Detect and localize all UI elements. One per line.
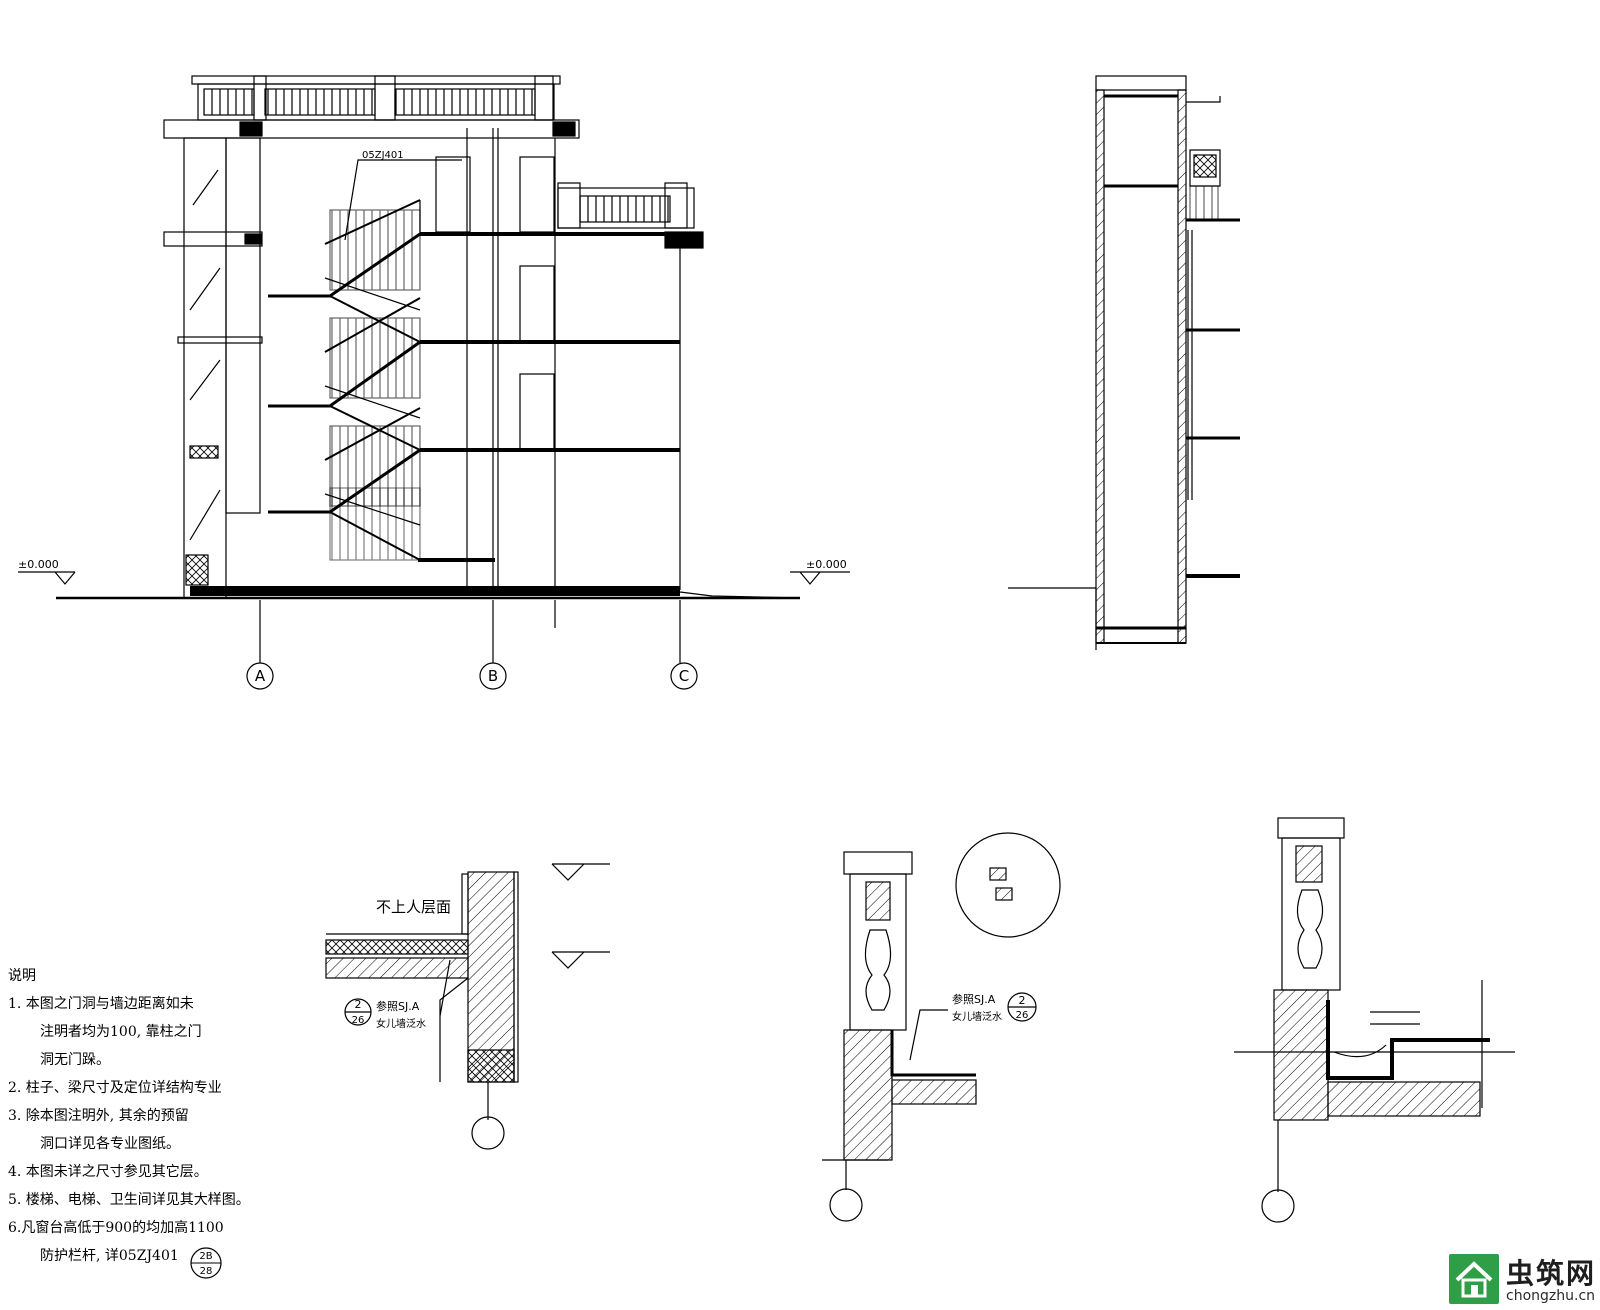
notes-heading: 说明 — [8, 968, 36, 984]
ref-text-left-2: 女儿墙泛水 — [376, 1017, 426, 1030]
ref-num-bottom-mid: 26 — [1016, 1010, 1029, 1021]
note-ref-bottom: 28 — [200, 1266, 213, 1277]
note-2: 2. 柱子、梁尺寸及定位详结构专业 — [8, 1080, 222, 1096]
note-5: 5. 楼梯、电梯、卫生间详见其大样图。 — [8, 1192, 250, 1208]
roof-label: 不上人层面 — [376, 898, 451, 916]
ref-num-top-left: 2 — [355, 998, 362, 1011]
elevator-shaft-section — [1008, 75, 1240, 650]
building-section — [18, 75, 850, 690]
note-1-line-2: 注明者均为100, 靠柱之门 — [40, 1024, 202, 1040]
note-4: 4. 本图未详之尺寸参见其它层。 — [8, 1164, 208, 1180]
note-3-line-1: 3. 除本图注明外, 其余的预留 — [8, 1108, 189, 1124]
parapet-baluster-detail-2 — [822, 832, 1061, 1222]
note-6-line-2: 防护栏杆, 详05ZJ401 — [40, 1248, 179, 1264]
axis-label-c: C — [679, 667, 689, 685]
note-1-line-3: 洞无门跺。 — [40, 1052, 110, 1068]
axis-label-a: A — [255, 667, 266, 685]
level-mark-left: ±0.000 — [18, 558, 59, 571]
roof-parapet-detail-1 — [325, 863, 610, 1150]
ref-text-mid-2: 女儿墙泛水 — [952, 1010, 1002, 1023]
watermark-url: chongzhu.cn — [1506, 1288, 1596, 1304]
note-1-line-1: 1. 本图之门洞与墙边距离如未 — [8, 996, 194, 1012]
watermark-logo: 虫筑网 chongzhu.cn — [1449, 1254, 1600, 1310]
stair-reference: 05ZJ401 — [362, 150, 404, 161]
ref-num-top-mid: 2 — [1019, 994, 1026, 1007]
note-ref-top: 2B — [199, 1251, 212, 1262]
ref-text-mid-1: 参照SJ.A — [952, 992, 996, 1006]
watermark-name: 虫筑网 — [1506, 1257, 1597, 1290]
level-mark-right: ±0.000 — [806, 558, 847, 571]
axis-label-b: B — [488, 667, 498, 685]
note-3-line-2: 洞口详见各专业图纸。 — [40, 1136, 180, 1152]
house-logo-icon — [1449, 1254, 1499, 1304]
ref-text-left-1: 参照SJ.A — [376, 999, 420, 1013]
note-6-line-1: 6.凡窗台高低于900的均加高1100 — [8, 1220, 224, 1236]
ref-num-bottom-left: 26 — [352, 1015, 365, 1026]
general-notes: 说明 1. 本图之门洞与墙边距离如未 注明者均为100, 靠柱之门 洞无门跺。 … — [8, 962, 308, 1270]
terrace-baluster-detail-3 — [1234, 817, 1515, 1223]
